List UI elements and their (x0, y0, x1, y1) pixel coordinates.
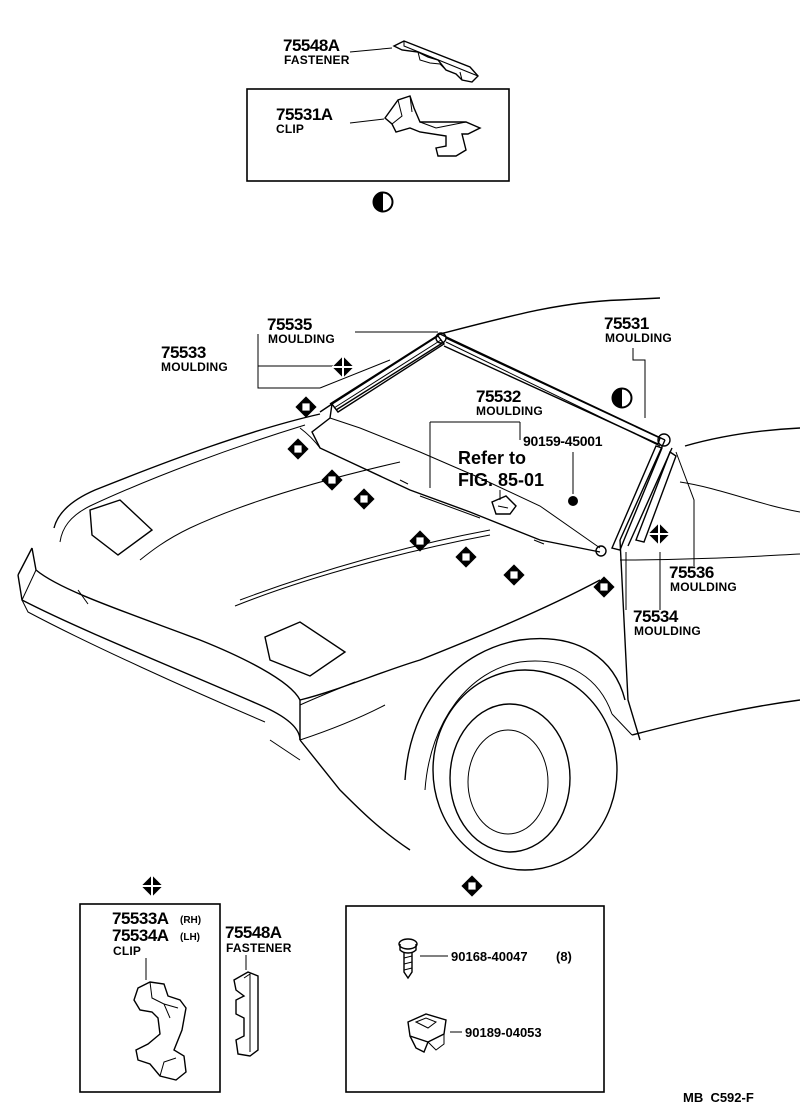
moulding-strips (330, 332, 677, 557)
callout-75534: 75534 MOULDING (625, 552, 701, 638)
part-number-75548a-top: 75548A (283, 36, 340, 55)
part-number-75531: 75531 (604, 314, 649, 333)
suffix-rh: (RH) (180, 915, 201, 926)
side-clip-drawing (133, 981, 187, 1081)
outlined-diamond-symbol (593, 576, 615, 598)
callout-75531: 75531 MOULDING (604, 314, 672, 418)
part-name-clip-top: CLIP (276, 122, 304, 136)
outlined-diamond-symbol (321, 469, 343, 491)
screw-drawing (398, 938, 418, 980)
side-fastener-drawing (233, 971, 259, 1057)
part-number-75534: 75534 (633, 607, 679, 626)
top-clip-box: 75531A CLIP (246, 88, 510, 182)
half-filled-circle-symbol-top (372, 191, 394, 213)
part-name-fastener-bottom: FASTENER (226, 941, 292, 955)
callout-75535: 75535 MOULDING (267, 315, 438, 346)
fastener-part-drawing (392, 40, 479, 83)
part-number-75534a: 75534A (112, 926, 169, 945)
part-number-75548a-bottom: 75548A (225, 923, 282, 942)
part-number-90189-04053: 90189-04053 (465, 1025, 542, 1040)
half-filled-circle-symbol-75531 (611, 387, 633, 409)
outlined-diamond-symbol (353, 488, 375, 510)
part-name-75535: MOULDING (268, 332, 335, 346)
bottom-left-box: 75533A (RH) 75534A (LH) CLIP 75548A FAST… (79, 903, 292, 1093)
quartered-diamond-symbol-75533 (331, 355, 355, 379)
part-number-75532: 75532 (476, 387, 521, 406)
part-name-75533: MOULDING (161, 360, 228, 374)
part-name-75536: MOULDING (670, 580, 737, 594)
part-number-90168-40047: 90168-40047 (451, 949, 528, 964)
part-name-75532: MOULDING (476, 404, 543, 418)
callout-75532: 75532 MOULDING (429, 387, 543, 488)
screw-90159-drawing (568, 496, 578, 506)
part-number-75531a: 75531A (276, 105, 333, 124)
diagram-code: MB C592-F (683, 1090, 754, 1105)
part-name-fastener-top: FASTENER (284, 53, 350, 67)
part-name-75534: MOULDING (634, 624, 701, 638)
refer-to-fig-text: FIG. 85-01 (458, 470, 544, 490)
outlined-diamond-symbol-bottom (461, 875, 483, 897)
part-number-90159-45001: 90159-45001 (523, 433, 603, 449)
callout-75533: 75533 MOULDING (161, 334, 391, 389)
callout-refer-to: Refer to FIG. 85-01 (458, 448, 544, 500)
quartered-diamond-symbol-bottom (140, 874, 164, 898)
part-number-75533a: 75533A (112, 909, 169, 928)
part-name-clip-bottom: CLIP (113, 944, 141, 958)
quantity-label: (8) (556, 949, 572, 964)
refer-to-text: Refer to (458, 448, 526, 468)
top-fastener-group: 75548A FASTENER (283, 36, 479, 83)
callout-75536: 75536 MOULDING (669, 451, 737, 594)
outlined-diamond-symbol (503, 564, 525, 586)
car-front-illustration (17, 297, 800, 871)
cowl-fastener-drawing (491, 495, 517, 515)
part-number-75533: 75533 (161, 343, 206, 362)
part-name-75531: MOULDING (605, 331, 672, 345)
outlined-diamond-symbol (295, 396, 317, 418)
outlined-diamond-symbol (455, 546, 477, 568)
nut-drawing (407, 1013, 447, 1053)
clip-part-drawing (384, 95, 482, 157)
part-number-75536: 75536 (669, 563, 714, 582)
suffix-lh: (LH) (180, 932, 200, 943)
outlined-diamond-symbol (287, 438, 309, 460)
callout-90159: 90159-45001 (523, 433, 603, 494)
bottom-right-box: 90168-40047 (8) 90189-04053 (345, 905, 605, 1093)
part-number-75535: 75535 (267, 315, 312, 334)
quartered-diamond-symbol-75534 (647, 522, 671, 546)
